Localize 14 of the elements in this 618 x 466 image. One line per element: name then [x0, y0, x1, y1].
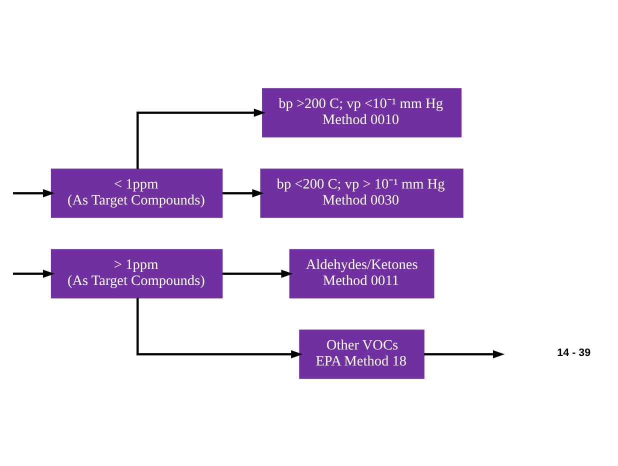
arrow: [13, 188, 55, 197]
node-box: bp >200 C; vp <10⁻¹ mm Hg Method 0010: [262, 88, 462, 137]
arrow: [222, 269, 293, 278]
node-box: Aldehydes/Ketones Method 0011: [289, 248, 434, 298]
node-box: < 1ppm (As Target Compounds): [50, 168, 223, 218]
node-box: > 1ppm (As Target Compounds): [50, 248, 223, 298]
arrow: [424, 350, 505, 358]
arrow: [136, 297, 303, 358]
arrow: [222, 188, 264, 197]
arrow: [13, 269, 55, 278]
node-box: Other VOCs EPA Method 18: [299, 329, 424, 378]
node-box: bp <200 C; vp > 10⁻¹ mm Hg Method 0030: [260, 168, 464, 218]
arrow: [136, 108, 266, 169]
label: 14 - 39: [557, 346, 591, 359]
